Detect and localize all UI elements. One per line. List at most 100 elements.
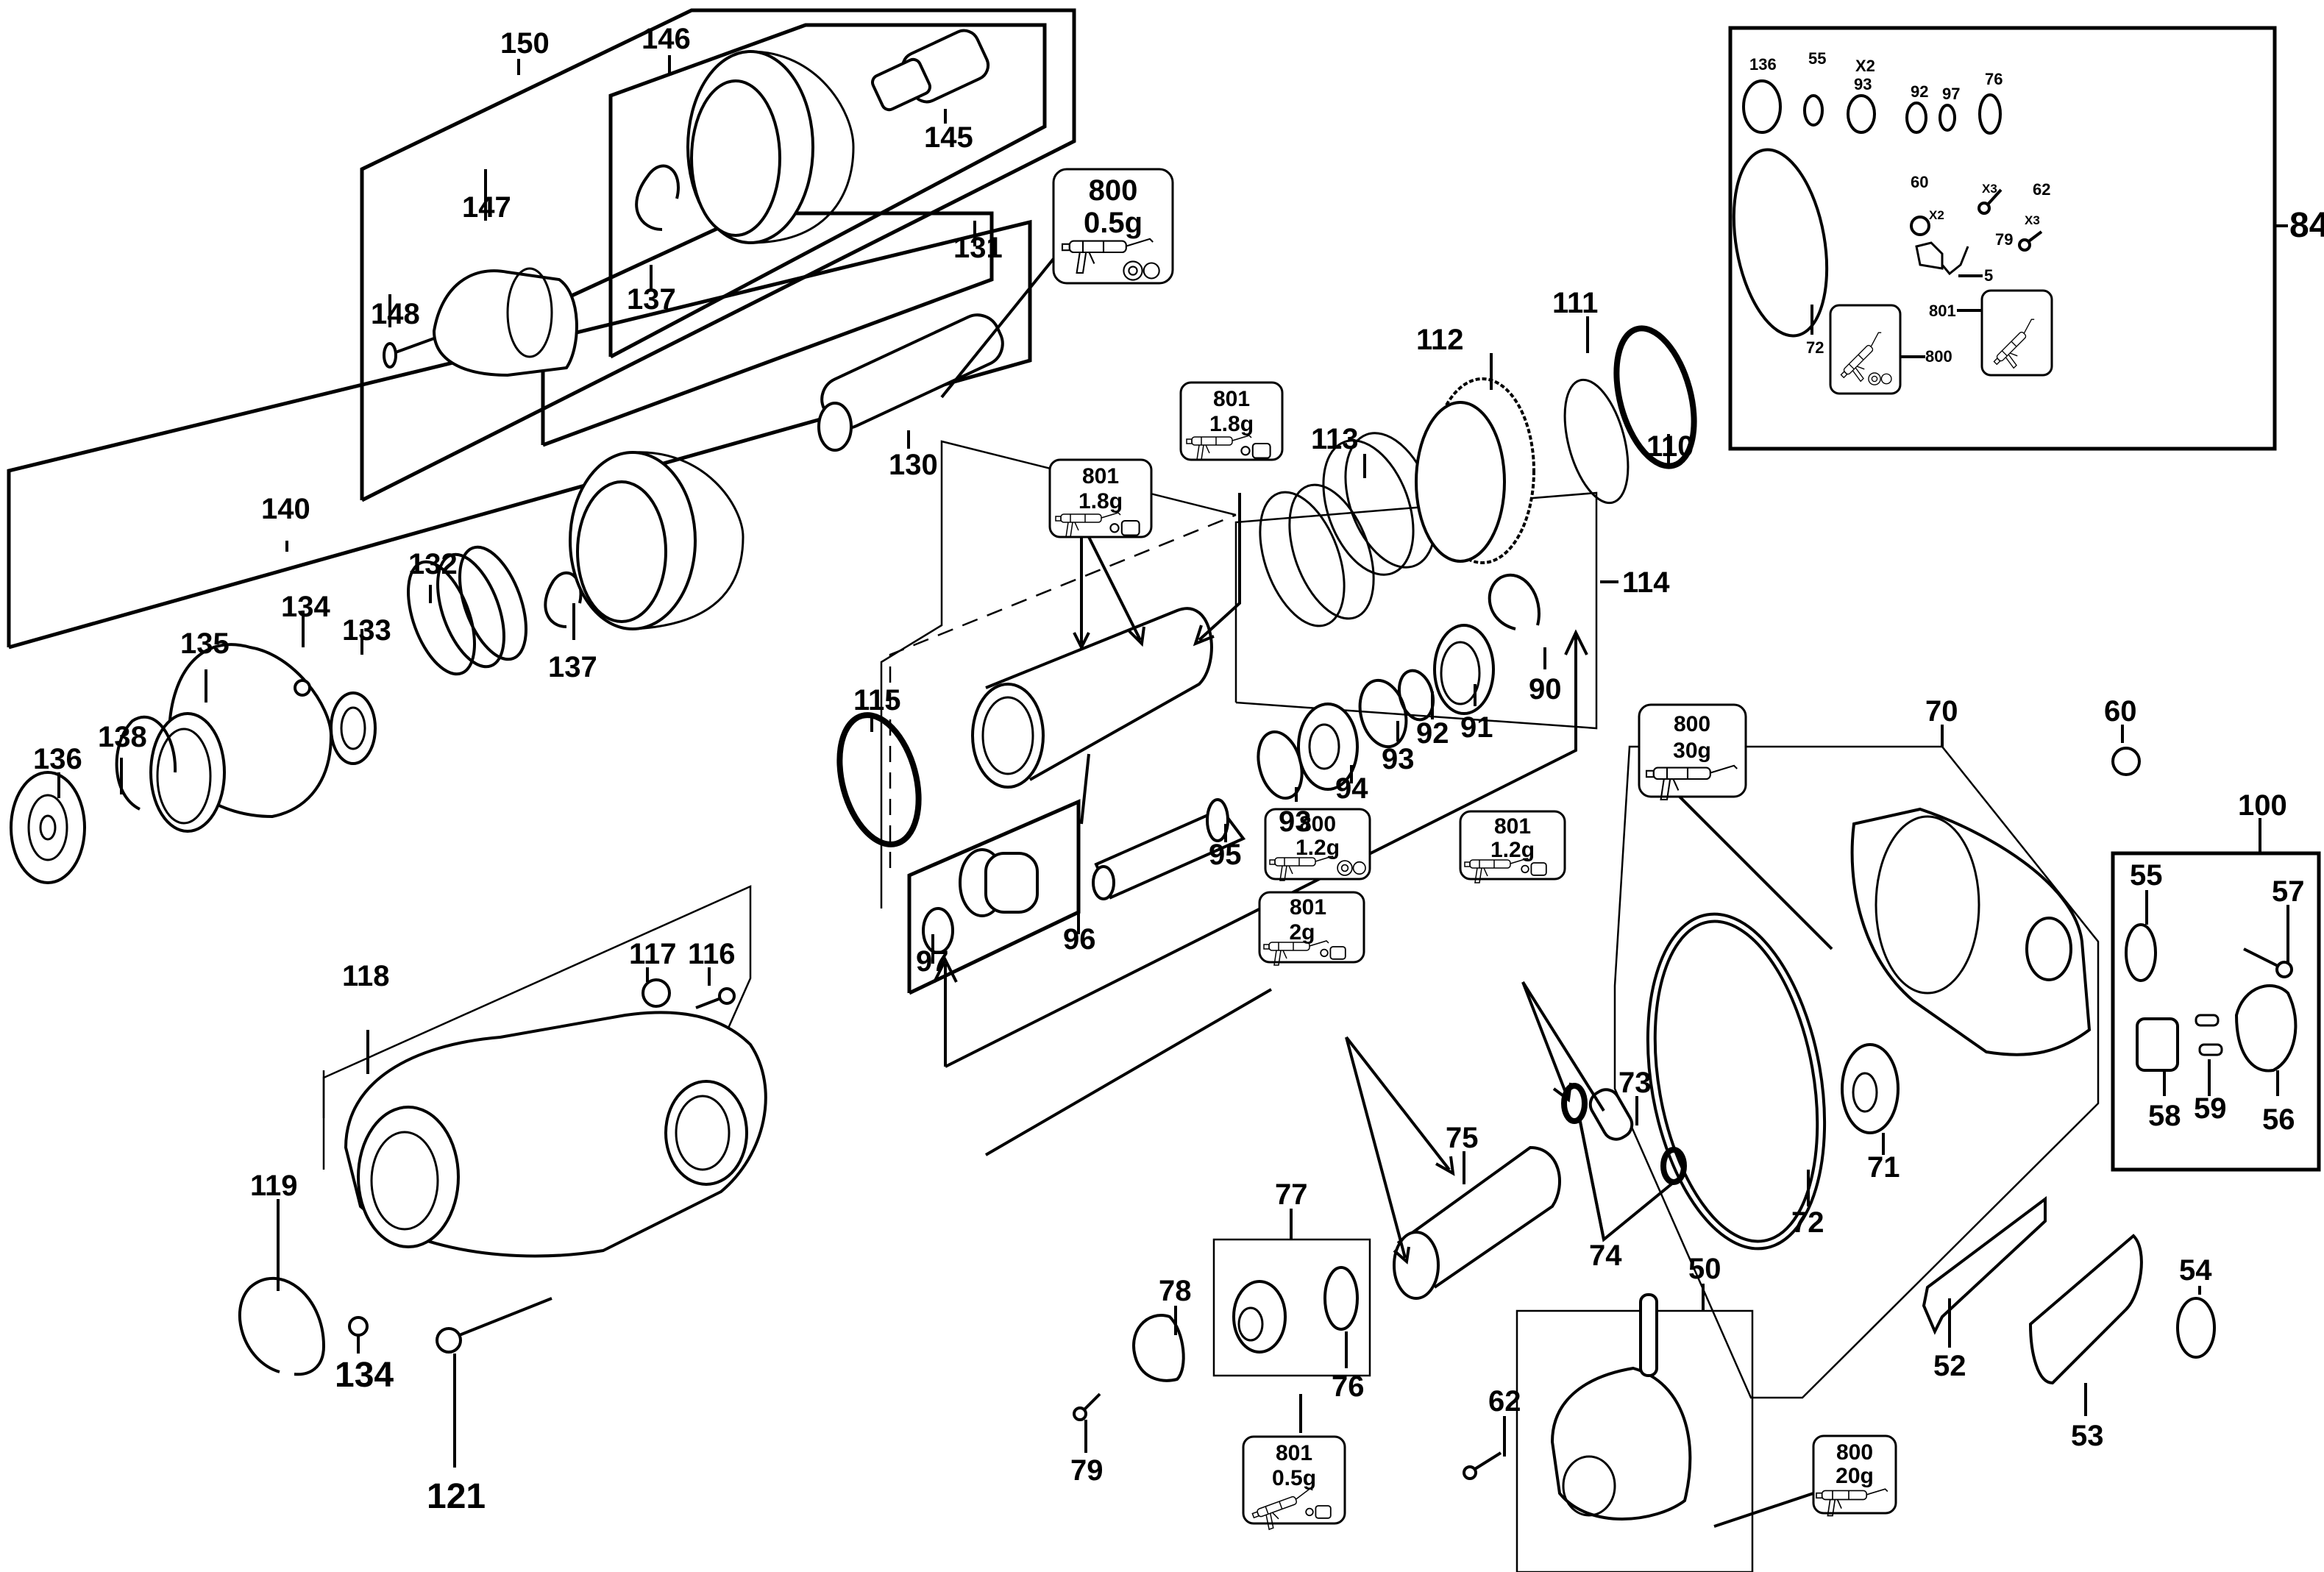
part-59-spring[interactable] [2195,1014,2223,1056]
part-115-seal-ring[interactable] [826,706,931,853]
part-96-ram[interactable] [959,848,1039,917]
part-110-ring[interactable] [1603,320,1708,474]
callout-part: 800 [1674,712,1710,736]
label-136: 136 [33,743,82,775]
label-133: 133 [342,614,391,647]
label-77: 77 [1275,1178,1308,1211]
label-121: 121 [427,1477,486,1516]
part-118-gear-housing[interactable] [344,1011,767,1258]
grease-callout-801-1.2g[interactable]: 801 1.2g [1459,810,1566,883]
label-117: 117 [629,938,677,970]
part-52-lock-plate[interactable] [1922,1196,2047,1335]
assembly-frame-70 [1613,745,2100,1399]
part-53-switch[interactable] [2028,1234,2143,1385]
part-75-piston[interactable] [1393,1145,1561,1300]
label-113: 113 [1311,423,1359,455]
part-137-circlip[interactable] [635,164,680,231]
grease-callout-800-0.5g[interactable]: 800 0.5g [1052,168,1174,285]
kit-part-136-cap[interactable] [1742,79,1782,134]
kit-part-72-o-ring[interactable] [1721,143,1841,344]
grease-callout-801-0.5g[interactable]: 801 0.5g [1242,1435,1346,1534]
part-94-washer[interactable] [1297,703,1359,791]
label-846: 846 [2289,206,2324,245]
grease-callout-801-1.8g-a[interactable]: 801 1.8g [1048,458,1153,538]
part-111-o-ring[interactable] [1553,373,1640,510]
part-133-washer[interactable] [330,691,377,765]
kit-part-60-clip[interactable] [1910,216,1930,236]
callout-amount: 1.8g [1209,412,1254,436]
kit-part-79-screw[interactable] [1977,188,2003,215]
part-74-ring[interactable] [1561,1083,1588,1124]
part-132-spring[interactable] [395,538,539,683]
kit-part-55-ring[interactable] [1803,94,1824,127]
part-56-mode-selector[interactable] [2234,984,2298,1073]
part-50-crankshaft[interactable] [1550,1293,1692,1521]
part-121-screw[interactable] [436,1297,552,1354]
part-116-screw[interactable] [695,987,736,1009]
label-73: 73 [1618,1067,1652,1099]
assembly-frame-150 [360,8,1076,502]
part-54-knob[interactable] [2176,1297,2216,1359]
part-130-spindle-adapter[interactable] [814,307,1009,452]
kit-part-5-sensor-cable[interactable] [1915,241,1969,276]
part-62-screw[interactable] [1463,1451,1502,1480]
kit-part-97-ring[interactable] [1939,104,1956,132]
part-57-screw[interactable] [2243,947,2293,978]
grease-callout-800-1.2g[interactable]: 800 1.2g [1264,808,1371,881]
part-95-striker[interactable] [1092,798,1246,900]
part-117-nut[interactable] [642,978,671,1008]
part-91-bushing[interactable] [1433,624,1495,715]
kit-label-93: 93 [1854,75,1872,93]
part-97-o-ring[interactable] [922,907,954,954]
label-54: 54 [2179,1254,2212,1287]
kit-label-5: 5 [1984,266,1993,285]
callout-amount: 2g [1289,920,1315,945]
part-71-bearing[interactable] [1841,1043,1900,1134]
kit-part-62-screw[interactable] [2018,230,2043,252]
label-140: 140 [261,493,310,525]
part-58-slider[interactable] [2136,1017,2179,1072]
assembly-arrows [933,493,1605,1265]
label-90: 90 [1529,673,1562,705]
part-79-screw[interactable] [1073,1393,1101,1421]
part-60-clip[interactable] [2111,747,2141,776]
part-145-spindle[interactable] [870,26,993,112]
label-100: 100 [2238,789,2287,822]
part-146-chuck-sleeve[interactable] [686,50,855,244]
part-72-o-ring[interactable] [1624,900,1849,1263]
grease-callout-800-20g[interactable]: 800 20g [1812,1434,1897,1517]
kit-label-136: 136 [1749,55,1777,74]
part-112-gear[interactable] [1415,377,1535,564]
part-114-barrel[interactable] [971,607,1213,789]
callout-part: 801 [1276,1441,1312,1465]
kit-part-93-ring[interactable] [1847,94,1876,134]
part-90-circlip[interactable] [1488,573,1541,630]
kit-846-grease-801[interactable] [1980,289,2053,377]
label-52: 52 [1933,1350,1966,1382]
part-147-keyless-chuck[interactable] [432,267,578,377]
part-78-retainer[interactable] [1132,1314,1185,1382]
part-119-circlip[interactable] [238,1277,326,1376]
part-135-nose-cone[interactable] [149,643,333,833]
part-77-clutch-assembly[interactable] [1232,1280,1287,1354]
part-55-o-ring[interactable] [2125,923,2157,982]
part-76-o-ring[interactable] [1323,1266,1359,1331]
grease-callout-800-30g[interactable]: 800 30g [1638,703,1747,801]
label-55: 55 [2130,859,2163,892]
part-136-dust-cap[interactable] [10,771,86,884]
kit-100-frame [2111,851,2321,1172]
part-148-screw[interactable] [383,337,435,369]
part-131-chuck-sleeve[interactable] [569,451,745,630]
kit-part-92-ring[interactable] [1905,102,1927,134]
grease-callout-801-1.8g-b[interactable]: 801 1.8g [1179,381,1284,461]
part-70-crank-housing[interactable] [1850,807,2092,1056]
part-73-piston-pin[interactable] [1585,1085,1637,1145]
part-134-ball-lower[interactable] [348,1316,369,1337]
kit-846-grease-800[interactable] [1829,304,1902,395]
callout-part: 800 [1836,1440,1873,1465]
part-134-ball[interactable] [294,679,311,697]
kit-part-76-ring[interactable] [1978,93,2002,135]
grease-callout-801-2g[interactable]: 801 2g [1258,891,1365,966]
part-92-o-ring[interactable] [1394,666,1438,723]
label-93: 93 [1382,743,1415,775]
